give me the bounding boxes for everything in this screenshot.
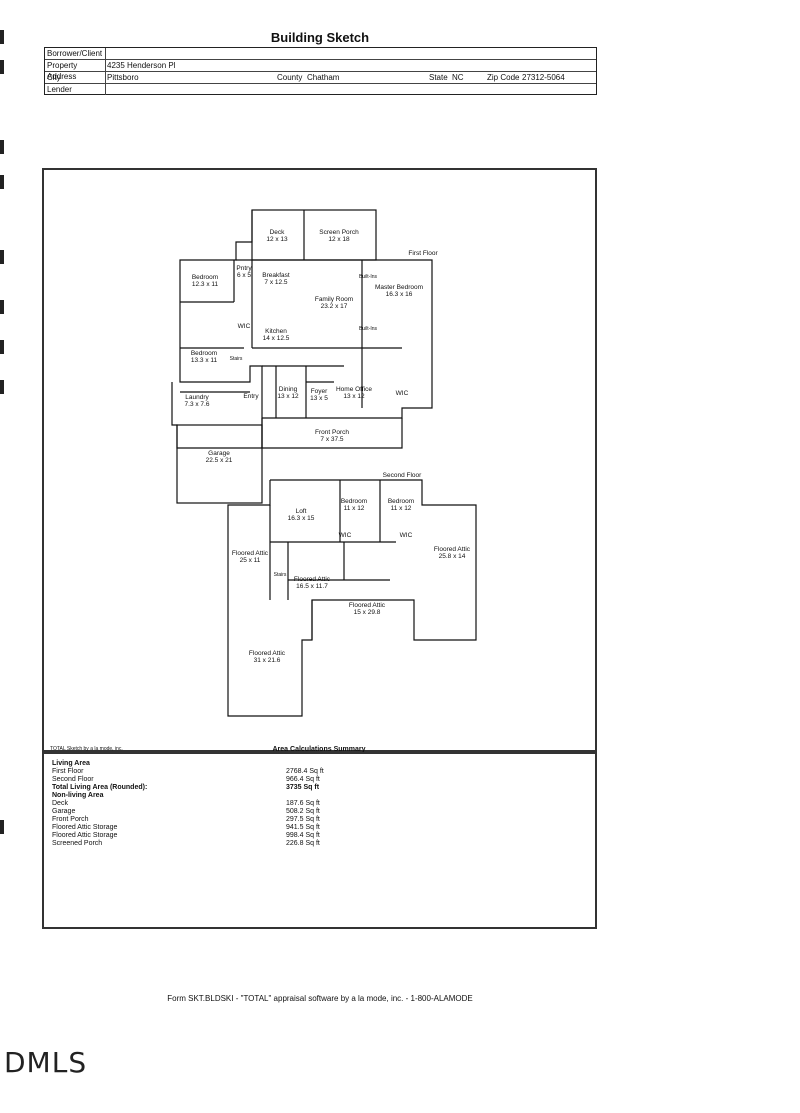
second-floor-outline <box>227 479 477 717</box>
summary-label: Screened Porch <box>52 840 103 847</box>
first-floor-label: First Floor <box>408 250 438 257</box>
scan-edge-mark <box>0 30 4 44</box>
form-footer: Form SKT.BLDSKI - "TOTAL" appraisal soft… <box>167 994 473 1003</box>
state-label: State <box>429 73 448 82</box>
city-value: Pittsboro <box>107 73 139 82</box>
scan-edge-mark <box>0 820 4 834</box>
built-ins-1: Built-Ins <box>358 274 378 280</box>
scan-edge-mark <box>0 250 4 264</box>
zip-label: Zip Code <box>487 73 520 82</box>
address-value: 4235 Henderson Pl <box>107 61 176 70</box>
summary-value: 3735 Sq ft <box>286 784 320 791</box>
summary-label: Floored Attic Storage <box>52 832 118 839</box>
borrower-row: Borrower/Client <box>45 48 596 60</box>
mls-logo: DMLS <box>4 1046 88 1079</box>
address-row: Property Address 4235 Henderson Pl <box>45 60 596 81</box>
room-wic-4: WIC <box>399 532 413 539</box>
summary-label: Second Floor <box>52 776 94 783</box>
summary-label: Garage <box>52 808 76 815</box>
room-wic-1: WIC <box>237 323 251 330</box>
summary-label: Total Living Area (Rounded): <box>52 784 148 791</box>
summary-value: 508.2 Sq ft <box>286 808 320 815</box>
room-wic-3: WIC <box>338 532 352 539</box>
lender-label: Lender <box>47 84 106 95</box>
room-wic-2: WIC <box>395 390 409 397</box>
scan-edge-mark <box>0 175 4 189</box>
floor-plan-drawing <box>171 209 477 717</box>
scan-edge-mark <box>0 380 4 394</box>
scan-edge-mark <box>0 340 4 354</box>
summary-value: 966.4 Sq ft <box>286 776 320 783</box>
summary-value: 297.5 Sq ft <box>286 816 320 823</box>
garage-outline <box>176 424 263 504</box>
scan-edge-mark <box>0 140 4 154</box>
state-value: NC <box>452 73 464 82</box>
summary-label: Floored Attic Storage <box>52 824 118 831</box>
first-floor-stairs: Stairs <box>229 356 243 362</box>
borrower-label: Borrower/Client <box>47 48 106 59</box>
city-row: City Pittsboro County Chatham State NC Z… <box>45 72 596 84</box>
summary-value: 941.5 Sq ft <box>286 824 320 831</box>
summary-label: First Floor <box>52 768 84 775</box>
summary-value: 998.4 Sq ft <box>286 832 320 839</box>
summary-label: Front Porch <box>52 816 89 823</box>
summary-value: 226.8 Sq ft <box>286 840 320 847</box>
summary-label: Living Area <box>52 760 90 767</box>
city-label: City <box>47 72 106 83</box>
summary-label: Deck <box>52 800 68 807</box>
county-value: Chatham <box>307 73 340 82</box>
summary-label: Non-living Area <box>52 792 104 799</box>
summary-value: 2768.4 Sq ft <box>286 768 324 775</box>
address-label: Property Address <box>47 60 106 81</box>
second-floor-stairs: Stairs <box>273 572 287 578</box>
summary-value: 187.6 Sq ft <box>286 800 320 807</box>
scan-edge-mark <box>0 60 4 74</box>
built-ins-2: Built-Ins <box>358 326 378 332</box>
page-title: Building Sketch <box>270 30 370 45</box>
county-label: County <box>277 73 303 82</box>
scan-edge-mark <box>0 300 4 314</box>
summary-title: Area Calculations Summary <box>272 746 366 753</box>
sketch-credit: TOTAL Sketch by a la mode, inc. <box>50 746 123 752</box>
property-header-table: Borrower/Client Property Address 4235 He… <box>44 47 597 95</box>
zip-value: 27312-5064 <box>522 73 565 82</box>
room-entry: Entry <box>243 393 259 400</box>
second-floor-label: Second Floor <box>382 472 422 479</box>
lender-row: Lender <box>45 84 596 95</box>
